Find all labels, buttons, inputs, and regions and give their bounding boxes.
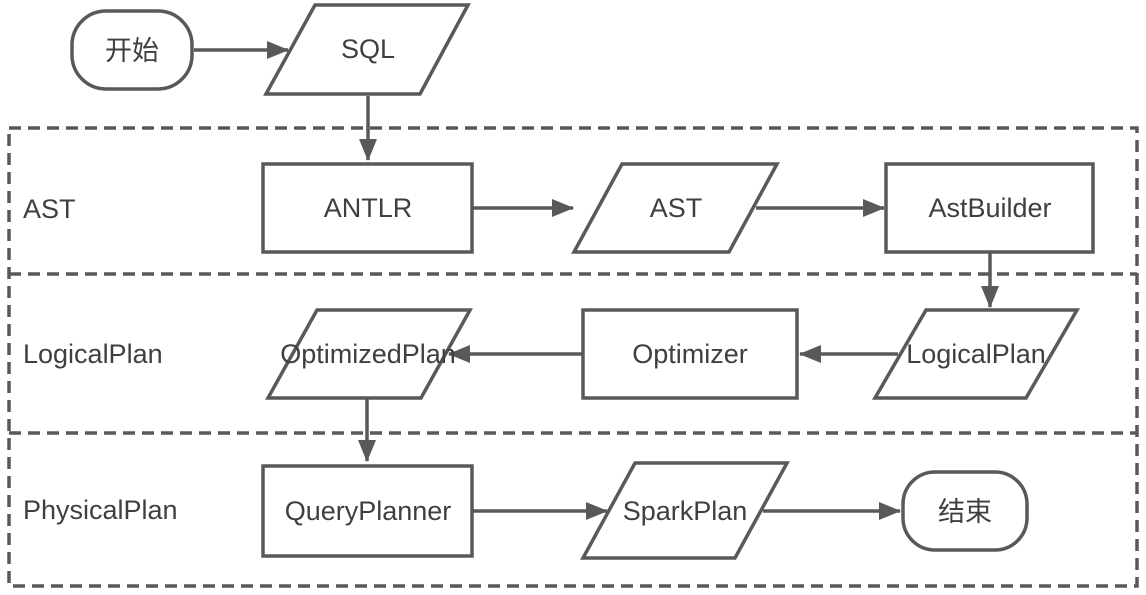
end-terminator-shape: [901, 470, 1029, 552]
ast-parallelogram-shape: [571, 162, 780, 254]
swimlane-border: [7, 126, 1139, 588]
node-optimizedplan: OptimizedPlan: [265, 308, 473, 400]
antlr-rectangle-shape: [261, 162, 474, 254]
sql-label: SQL: [341, 34, 395, 64]
optimizer-rectangle-shape: [581, 308, 799, 400]
lane-label-physicalplan: PhysicalPlan: [23, 495, 178, 525]
ast-label: AST: [650, 193, 703, 223]
queryplanner-label: QueryPlanner: [285, 496, 452, 526]
swimlane-container: AST LogicalPlan PhysicalPlan: [7, 126, 1139, 588]
optimizer-label: Optimizer: [632, 339, 748, 369]
node-start: 开始: [70, 9, 194, 91]
node-ast: AST: [571, 162, 780, 254]
start-terminator-shape: [70, 9, 194, 91]
node-queryplanner: QueryPlanner: [261, 464, 474, 558]
node-astbuilder: AstBuilder: [884, 162, 1095, 254]
sql-parallelogram-shape: [263, 3, 471, 96]
flow-arrows: [194, 41, 999, 520]
queryplanner-rectangle-shape: [261, 464, 474, 558]
node-optimizer: Optimizer: [581, 308, 799, 400]
astbuilder-rectangle-shape: [884, 162, 1095, 254]
lane-label-logicalplan: LogicalPlan: [23, 339, 163, 369]
node-logicalplan: LogicalPlan: [871, 308, 1081, 400]
antlr-label: ANTLR: [324, 193, 413, 223]
node-sparkplan: SparkPlan: [580, 461, 790, 560]
astbuilder-label: AstBuilder: [928, 193, 1051, 223]
logicalplan-label: LogicalPlan: [906, 339, 1046, 369]
node-end: 结束: [901, 470, 1029, 552]
optimizedplan-parallelogram-shape: [265, 308, 473, 400]
end-label: 结束: [938, 497, 992, 527]
node-antlr: ANTLR: [261, 162, 474, 254]
start-label: 开始: [105, 36, 159, 66]
optimizedplan-label: OptimizedPlan: [280, 339, 456, 369]
sparkplan-parallelogram-shape: [580, 461, 790, 560]
node-sql: SQL: [263, 3, 471, 96]
logicalplan-parallelogram-shape: [871, 308, 1081, 400]
lane-label-ast: AST: [23, 194, 76, 224]
sparkplan-label: SparkPlan: [623, 496, 748, 526]
